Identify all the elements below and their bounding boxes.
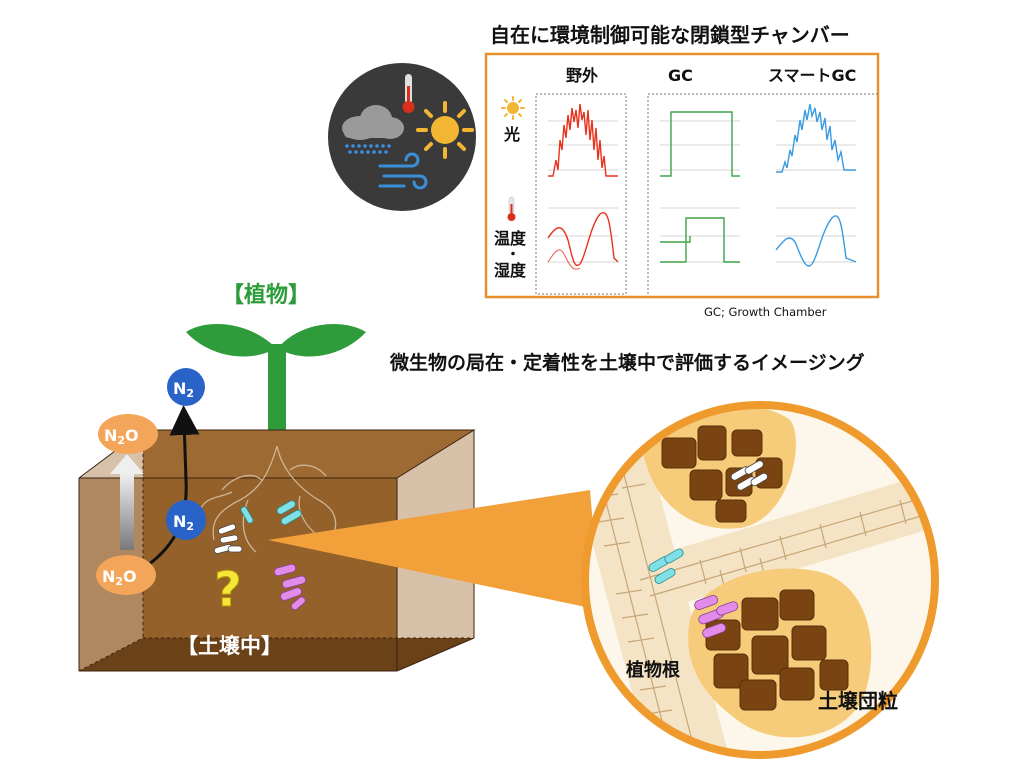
aggregate-label: 土壌団粒 — [818, 689, 898, 713]
n2o-top-sub: 2 — [117, 434, 125, 447]
gc-group-box — [647, 93, 878, 294]
n2-bubble-top: N2 — [167, 368, 205, 406]
svg-text:N2O: N2O — [102, 567, 137, 588]
sun-icon — [507, 102, 519, 114]
field-light-trace — [548, 103, 618, 177]
imaging-title: 微生物の局在・定着性を土壌中で評価するイメージング — [389, 351, 865, 374]
microbes-soil: ? — [213, 500, 307, 619]
zoom-purple-bacteria — [694, 595, 739, 638]
svg-text:N2: N2 — [173, 379, 194, 400]
n2o-bubble-top: N2O — [98, 414, 158, 454]
row-label-light: 光 — [503, 125, 520, 144]
svg-text:N2O: N2O — [104, 426, 139, 447]
zoom-cyan-bacteria — [648, 548, 684, 584]
smart-gc-light-trace — [776, 103, 856, 173]
zoom-beam — [268, 490, 600, 610]
cloud-rain-icon — [342, 105, 404, 154]
column-header-field: 野外 — [566, 66, 598, 85]
root-system — [199, 445, 337, 553]
gc-temp-trace — [660, 217, 740, 263]
n2-top-n: N — [173, 379, 186, 398]
seedling — [186, 324, 366, 446]
gc-humidity-trace — [660, 236, 691, 243]
root-label: 植物根 — [626, 659, 680, 681]
soil-aggregate-top — [640, 405, 796, 529]
chamber-title: 自在に環境制御可能な閉鎖型チャンバー — [490, 23, 850, 47]
wind-icon — [378, 152, 428, 190]
n2o-soil-o: O — [123, 567, 137, 586]
n2-bubble-soil: N2 — [166, 500, 206, 540]
row-label-humidity: 湿度 — [493, 261, 527, 280]
svg-text:N2: N2 — [173, 512, 194, 533]
n2-soil-sub: 2 — [186, 520, 194, 533]
soil-label: 【土壌中】 — [177, 634, 282, 658]
n2o-emission-arrow-shaft — [120, 472, 134, 550]
chamber-frame — [484, 52, 880, 299]
chamber-footnote: GC; Growth Chamber — [704, 305, 827, 319]
gc-light-trace — [660, 111, 740, 177]
white-bacteria-cluster — [213, 523, 243, 554]
thermometer-icon — [507, 196, 516, 221]
plant-label: 【植物】 — [222, 282, 310, 308]
n2o-soil-sub: 2 — [115, 575, 123, 588]
column-header-smart-gc: スマートGC — [768, 66, 856, 85]
field-humidity-trace — [547, 249, 581, 270]
column-header-gc: GC — [668, 66, 693, 85]
field-group-box — [535, 93, 627, 295]
sun-icon — [416, 101, 474, 159]
n2o-soil-n: N — [102, 567, 115, 586]
field-temp-trace — [547, 211, 619, 267]
purple-bacteria-cluster — [273, 563, 307, 611]
n2o-top-o: O — [125, 426, 139, 445]
thermometer-icon — [402, 74, 415, 113]
n2-top-sub: 2 — [186, 387, 194, 400]
row-label-temp: 温度 — [493, 229, 527, 248]
n2o-bubble-soil: N2O — [96, 555, 156, 595]
cyan-bacteria-cluster — [240, 500, 302, 526]
zoom-white-bacteria — [730, 460, 768, 491]
zoom-circle — [581, 401, 939, 759]
smart-gc-temp-trace — [775, 215, 857, 267]
unknown-question-mark: ? — [214, 562, 242, 618]
n2o-top-n: N — [104, 426, 117, 445]
light-row-icon — [501, 96, 525, 120]
n2-soil-n: N — [173, 512, 186, 531]
row-label-sep: ・ — [506, 247, 520, 263]
n2o-emission-arrow-head — [110, 454, 144, 474]
weather-circle — [328, 63, 476, 211]
